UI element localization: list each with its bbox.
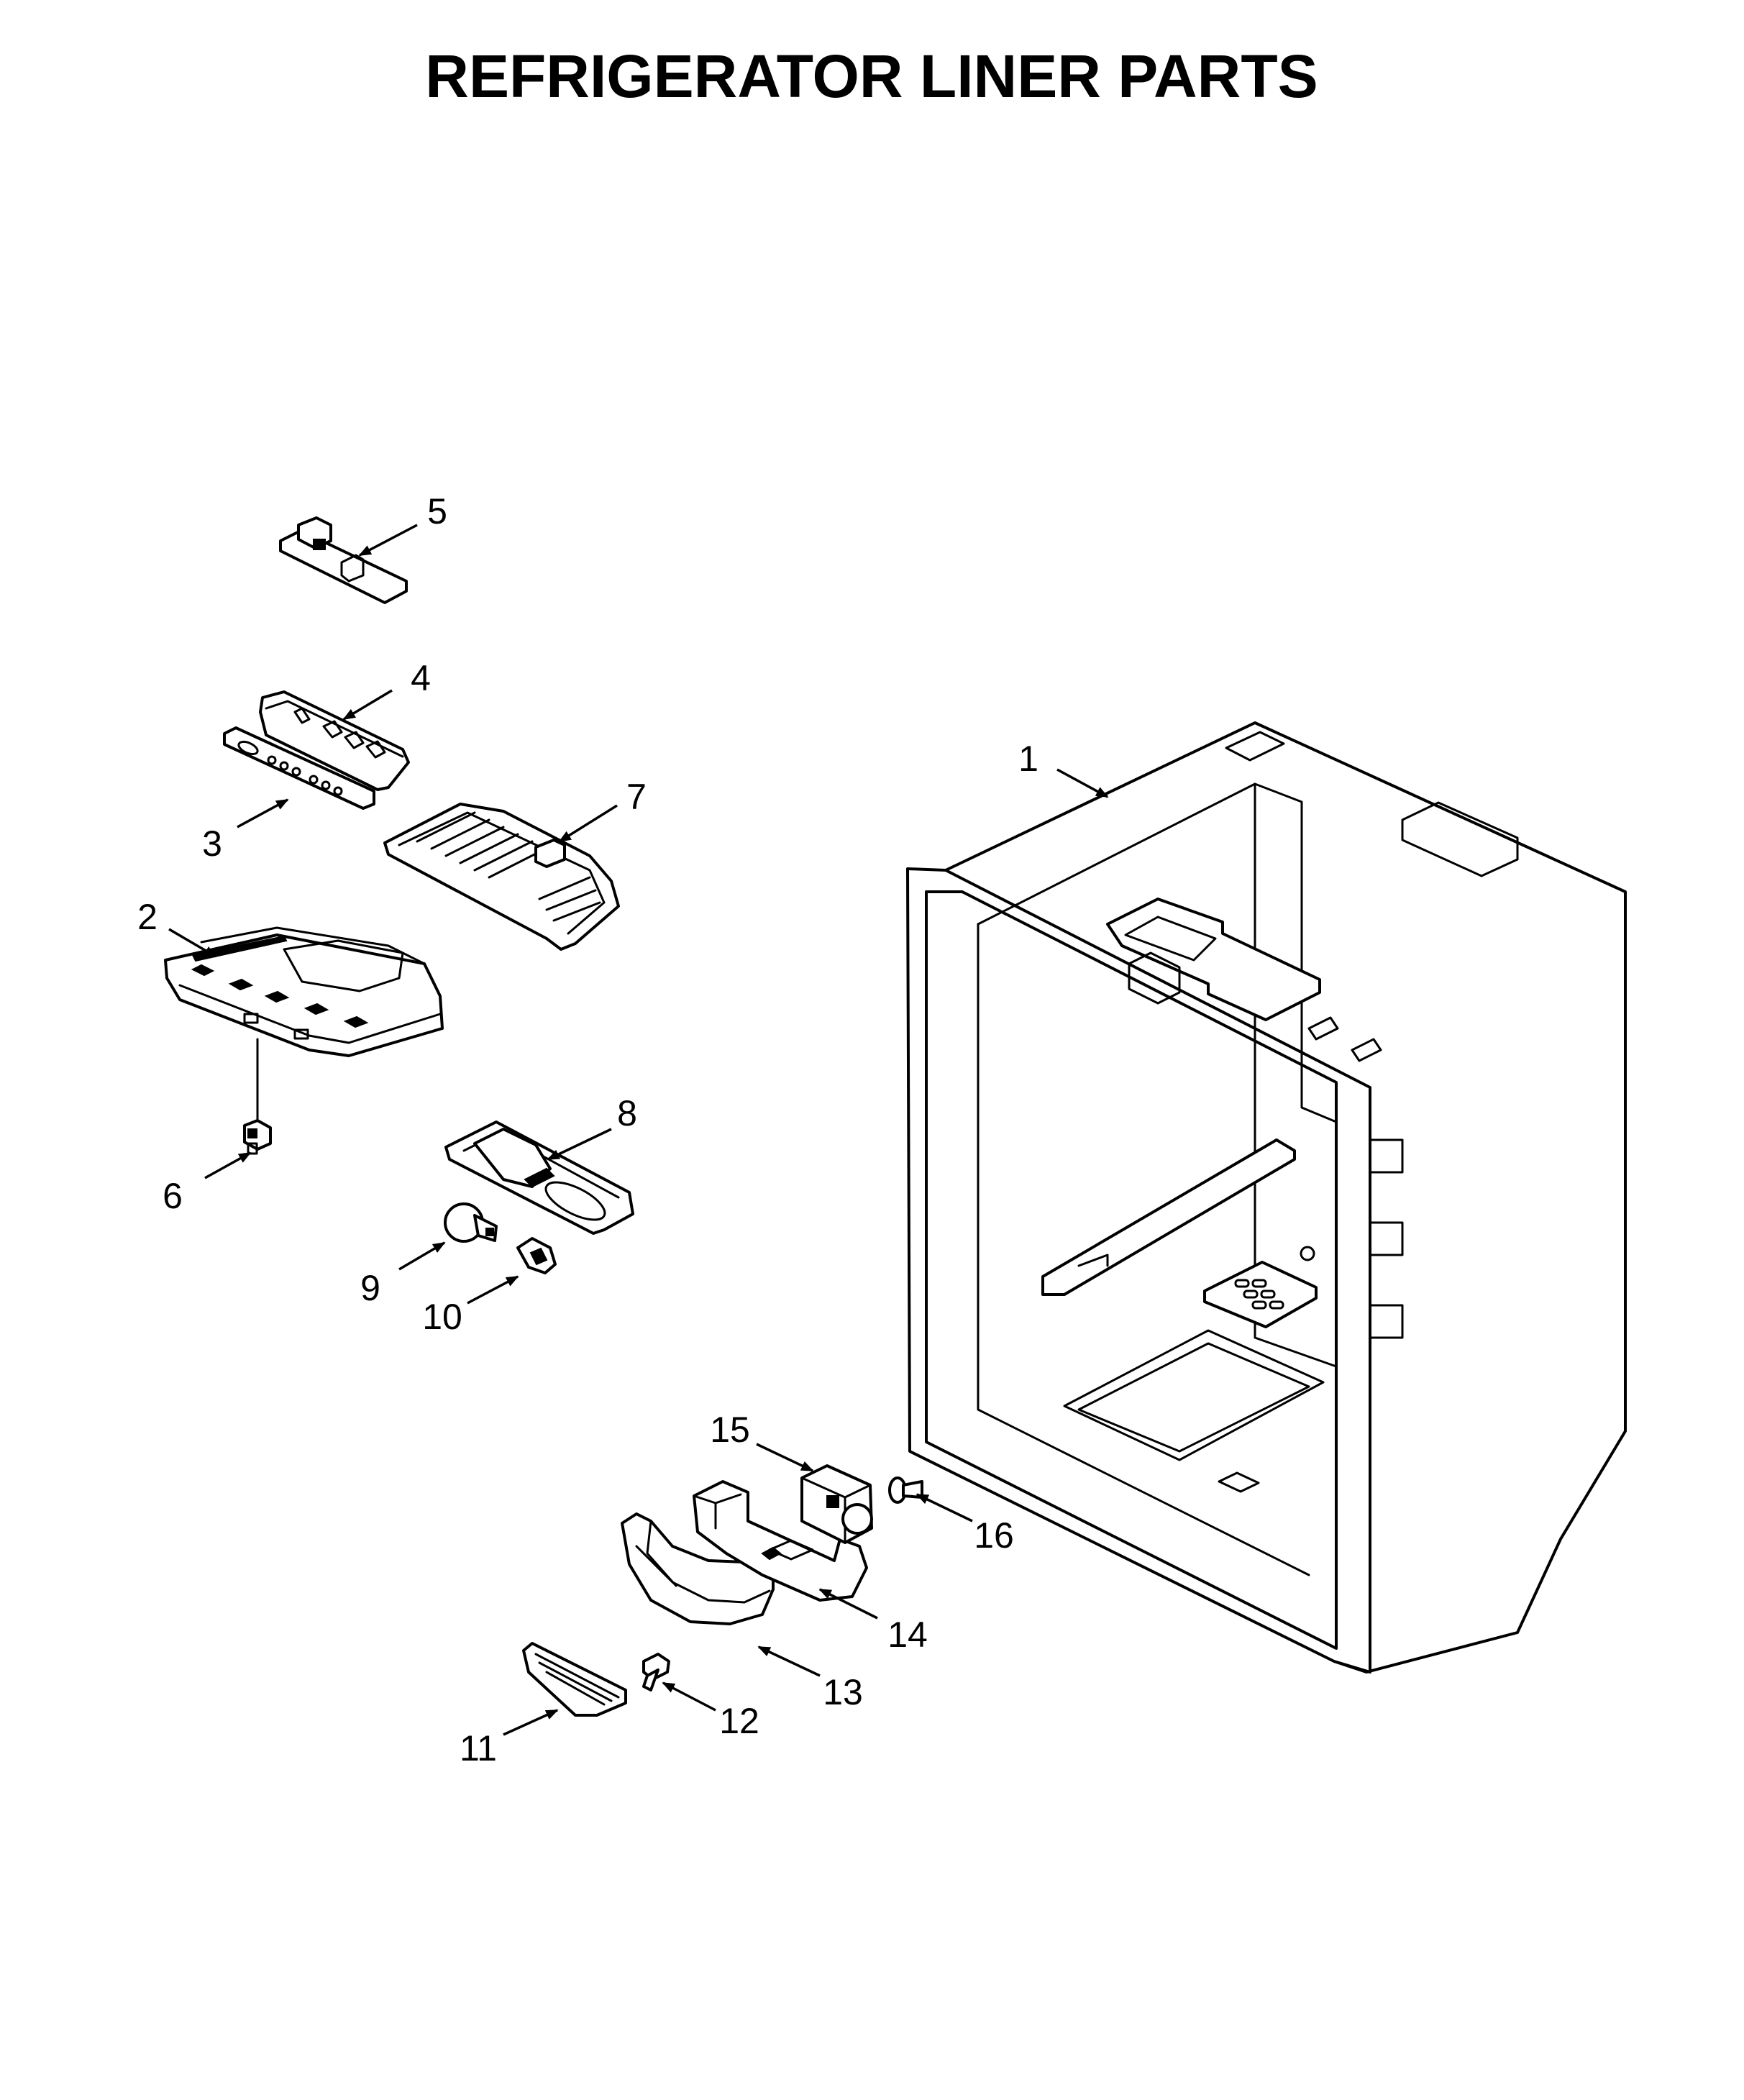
part-6-door-switch[interactable] [243, 1119, 272, 1155]
leader-7 [558, 804, 618, 843]
leader-5 [358, 524, 418, 557]
part-2-control-housing[interactable] [164, 926, 444, 1123]
diffuser-slats [416, 811, 601, 922]
callout-2: 2 [137, 897, 157, 937]
callout-6: 6 [163, 1176, 183, 1216]
leader-2 [168, 928, 217, 958]
part-5-control-board[interactable] [279, 516, 408, 604]
callout-9: 9 [360, 1268, 380, 1308]
callout-12: 12 [719, 1701, 759, 1741]
part-11-trim-cover[interactable] [522, 1642, 627, 1717]
part-8-light-housing[interactable] [444, 1120, 634, 1235]
leader-3 [237, 798, 289, 828]
callout-11: 11 [460, 1728, 497, 1768]
callout-10: 10 [422, 1297, 462, 1337]
leader-10 [467, 1275, 519, 1305]
callout-7: 7 [626, 777, 647, 817]
leader-16 [916, 1493, 973, 1522]
leader-12 [662, 1681, 716, 1712]
callout-1: 1 [1018, 739, 1038, 779]
leader-9 [398, 1241, 446, 1271]
leader-4 [342, 689, 393, 721]
callout-14: 14 [887, 1615, 928, 1655]
leader-8 [547, 1128, 612, 1161]
leader-14 [818, 1588, 878, 1620]
callout-labels: 1 2 3 4 5 6 7 8 9 10 11 12 13 14 15 16 [137, 491, 1038, 1768]
part-16-fastener[interactable] [888, 1476, 923, 1504]
callout-15: 15 [710, 1410, 750, 1450]
callout-16: 16 [974, 1515, 1014, 1556]
leader-6 [204, 1151, 252, 1179]
callout-3: 3 [202, 823, 222, 864]
part-15-damper-assembly[interactable] [800, 1464, 873, 1544]
liner-vent-slots [1234, 1279, 1284, 1310]
page-title: REFRIGERATOR LINER PARTS [425, 42, 1318, 110]
part-4-control-bracket[interactable] [259, 690, 410, 791]
part-7-air-diffuser[interactable] [383, 803, 620, 951]
part-10-light-socket[interactable] [516, 1237, 557, 1274]
leader-13 [757, 1645, 821, 1677]
part-3-control-overlay[interactable] [223, 726, 375, 810]
callout-13: 13 [823, 1672, 863, 1712]
leader-11 [503, 1709, 559, 1736]
leader-lines [168, 524, 1109, 1736]
part-14-damper-housing[interactable] [693, 1480, 868, 1602]
part-12-screw[interactable] [642, 1653, 670, 1692]
callout-8: 8 [617, 1093, 637, 1133]
callout-5: 5 [427, 491, 447, 531]
leader-1 [1056, 768, 1109, 798]
part-1-liner[interactable] [906, 721, 1627, 1674]
callout-4: 4 [411, 658, 431, 698]
leader-15 [756, 1443, 814, 1472]
part-9-light-bulb[interactable] [444, 1202, 498, 1243]
